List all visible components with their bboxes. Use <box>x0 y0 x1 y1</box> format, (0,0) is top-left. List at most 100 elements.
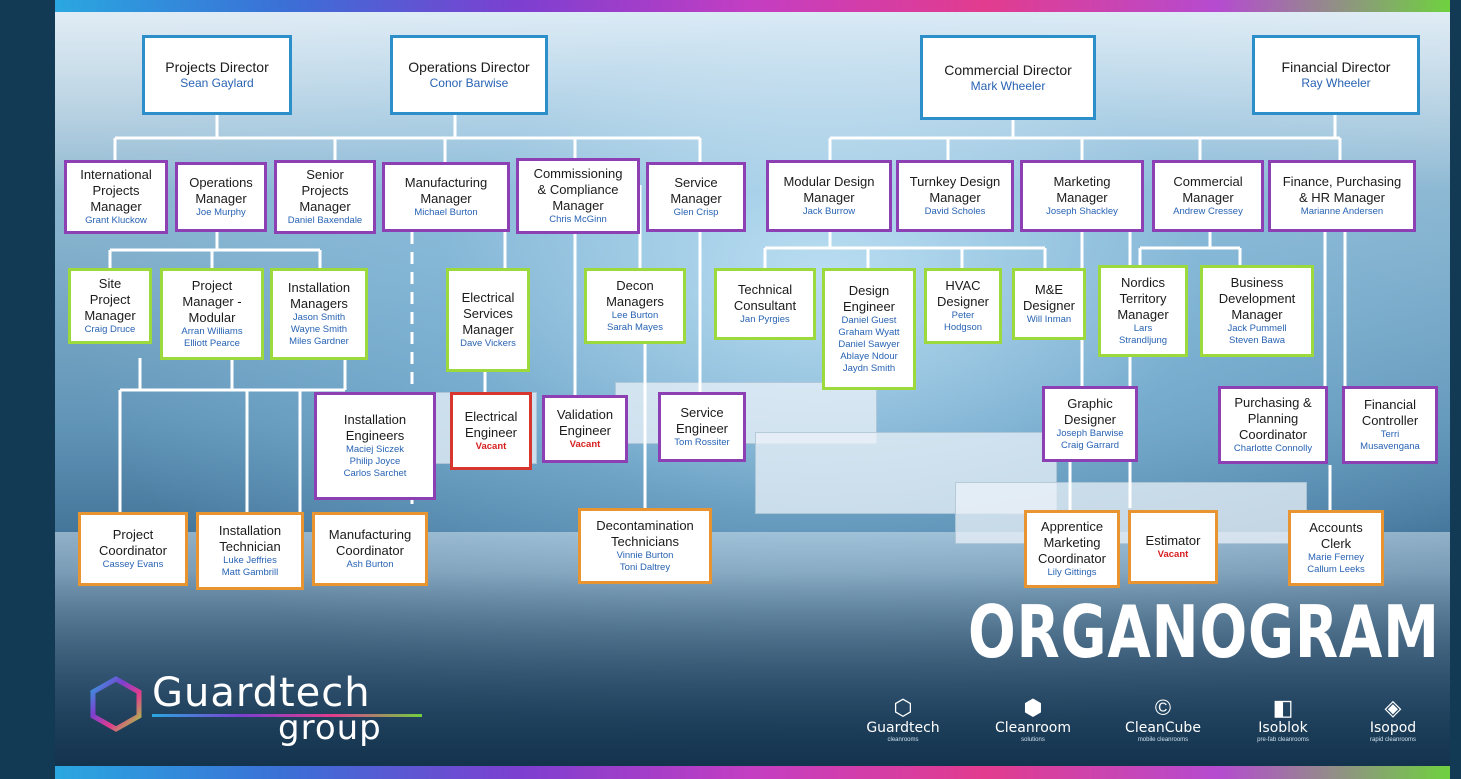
box-name: Conor Barwise <box>429 76 509 90</box>
box-title: Purchasing & Planning Coordinator <box>1234 395 1312 442</box>
box-title: Graphic Designer <box>1063 396 1117 427</box>
box-title: Operations Director <box>408 59 530 75</box>
box-title: Projects Director <box>165 59 269 75</box>
box-name: Terri Musavengana <box>1360 429 1420 452</box>
box-title: Design Engineer <box>842 283 896 314</box>
box-title: International Projects Manager <box>80 167 152 214</box>
modular-design-manager-box: Modular Design Manager Jack Burrow <box>766 160 892 232</box>
decontamination-technicians-box: Decontamination Technicians Vinnie Burto… <box>578 508 712 584</box>
box-title: Accounts Clerk <box>1309 520 1363 551</box>
apprentice-marketing-coordinator-box: Apprentice Marketing Coordinator Lily Gi… <box>1024 510 1120 588</box>
box-name: Jason Smith Wayne Smith Miles Gardner <box>289 312 349 347</box>
brand-name: Isoblok <box>1258 720 1308 736</box>
box-title: Installation Managers <box>287 280 351 311</box>
brand-name: CleanCube <box>1125 720 1201 736</box>
business-development-manager-box: Business Development Manager Jack Pummel… <box>1200 265 1314 357</box>
box-name: Peter Hodgson <box>943 310 983 333</box>
box-name: Lars Strandljung <box>1118 323 1168 346</box>
installation-engineers-box: Installation Engineers Maciej Siczek Phi… <box>314 392 436 500</box>
box-title: Operations Manager <box>189 175 253 206</box>
box-title: Estimator <box>1145 533 1201 548</box>
brand-sub: pre-fab cleanrooms <box>1257 737 1309 743</box>
block-icon: ◧ <box>1272 695 1294 720</box>
me-designer-box: M&E Designer Will Inman <box>1012 268 1086 340</box>
box-name: Joe Murphy <box>196 207 246 218</box>
box-name: Tom Rossiter <box>674 437 730 448</box>
box-name: Grant Kluckow <box>85 215 147 226</box>
brand-sub: mobile cleanrooms <box>1137 737 1189 743</box>
box-name: Lee Burton Sarah Mayes <box>607 310 663 333</box>
box-name: Michael Burton <box>414 207 478 218</box>
box-name: Charlotte Connolly <box>1233 443 1313 454</box>
logo-hexagon-icon <box>90 676 142 732</box>
accounts-clerk-box: Accounts Clerk Marie Ferney Callum Leeks <box>1288 510 1384 586</box>
commercial-director-box: Commercial Director Mark Wheeler <box>920 35 1096 120</box>
purchasing-planning-coordinator-box: Purchasing & Planning Coordinator Charlo… <box>1218 386 1328 464</box>
box-name: David Scholes <box>924 206 986 217</box>
box-title: Commercial Director <box>944 61 1072 78</box>
senior-projects-manager-box: Senior Projects Manager Daniel Baxendale <box>274 160 376 234</box>
box-name: Cassey Evans <box>102 559 164 570</box>
box-name: Craig Druce <box>84 324 136 335</box>
commissioning-manager-box: Commissioning & Compliance Manager Chris… <box>516 158 640 234</box>
estimator-box: Estimator Vacant <box>1128 510 1218 584</box>
installation-technician-box: Installation Technician Luke Jeffries Ma… <box>196 512 304 590</box>
brand-guardtech: ⬡ Guardtech cleanrooms <box>848 696 958 744</box>
box-name: Jack Burrow <box>802 206 856 217</box>
box-title: Technical Consultant <box>733 282 797 313</box>
box-title: Commercial Manager <box>1173 174 1243 205</box>
financial-director-box: Financial Director Ray Wheeler <box>1252 35 1420 115</box>
rainbow-top-bar <box>55 0 1450 12</box>
box-title: Validation Engineer <box>556 407 614 438</box>
service-engineer-box: Service Engineer Tom Rossiter <box>658 392 746 462</box>
box-title: M&E Designer <box>1022 282 1076 313</box>
box-title: Electrical Services Manager <box>461 290 515 337</box>
brand-sub: solutions <box>1021 737 1045 743</box>
financial-controller-box: Financial Controller Terri Musavengana <box>1342 386 1438 464</box>
box-title: Service Engineer <box>675 405 729 436</box>
box-name: Sean Gaylard <box>180 76 254 90</box>
box-title: Financial Controller <box>1361 397 1419 428</box>
box-title: Decon Managers <box>606 278 664 309</box>
validation-engineer-box: Validation Engineer Vacant <box>542 395 628 463</box>
box-title: Project Manager - Modular <box>182 278 242 325</box>
brand-cleancube: © CleanCube mobile cleanrooms <box>1108 696 1218 744</box>
decon-managers-box: Decon Managers Lee Burton Sarah Mayes <box>584 268 686 344</box>
dotted-hexagon-icon: ⬢ <box>1023 695 1043 720</box>
cube-c-icon: © <box>1154 695 1172 720</box>
box-name: Marie Ferney Callum Leeks <box>1307 552 1365 575</box>
projects-director-box: Projects Director Sean Gaylard <box>142 35 292 115</box>
box-name: Arran Williams Elliott Pearce <box>181 326 243 349</box>
box-name: Joseph Shackley <box>1046 206 1118 217</box>
guardtech-group-logo: Guardtech group <box>88 668 428 748</box>
operations-manager-box: Operations Manager Joe Murphy <box>175 162 267 232</box>
box-title: Business Development Manager <box>1218 275 1296 322</box>
box-name: Luke Jeffries Matt Gambrill <box>221 555 279 578</box>
project-coordinator-box: Project Coordinator Cassey Evans <box>78 512 188 586</box>
organogram-heading: ORGANOGRAM <box>968 590 1440 674</box>
box-name: Vinnie Burton Toni Daltrey <box>616 550 674 573</box>
box-title: Turnkey Design Manager <box>909 174 1001 205</box>
vacant-label: Vacant <box>475 441 507 452</box>
box-name: Daniel Guest Graham Wyatt Daniel Sawyer … <box>838 315 900 374</box>
box-name: Lily Gittings <box>1047 567 1097 578</box>
project-manager-modular-box: Project Manager - Modular Arran Williams… <box>160 268 264 360</box>
commercial-manager-box: Commercial Manager Andrew Cressey <box>1152 160 1264 232</box>
box-title: Senior Projects Manager <box>299 167 351 214</box>
box-title: Manufacturing Manager <box>404 175 488 206</box>
box-title: Nordics Territory Manager <box>1117 275 1169 322</box>
box-name: Ray Wheeler <box>1301 76 1371 90</box>
pod-icon: ◈ <box>1384 695 1402 720</box>
box-title: Decontamination Technicians <box>596 518 694 549</box>
operations-director-box: Operations Director Conor Barwise <box>390 35 548 115</box>
box-name: Mark Wheeler <box>970 78 1046 93</box>
logo-word-guardtech: Guardtech <box>152 670 371 716</box>
box-title: Installation Technician <box>218 523 282 554</box>
box-name: Glen Crisp <box>673 207 719 218</box>
box-title: Apprentice Marketing Coordinator <box>1038 519 1106 566</box>
logo-underline <box>152 714 422 717</box>
brand-sub: rapid cleanrooms <box>1369 737 1417 743</box>
technical-consultant-box: Technical Consultant Jan Pyrgies <box>714 268 816 340</box>
box-title: Modular Design Manager <box>783 174 875 205</box>
box-name: Jan Pyrgies <box>740 314 790 325</box>
